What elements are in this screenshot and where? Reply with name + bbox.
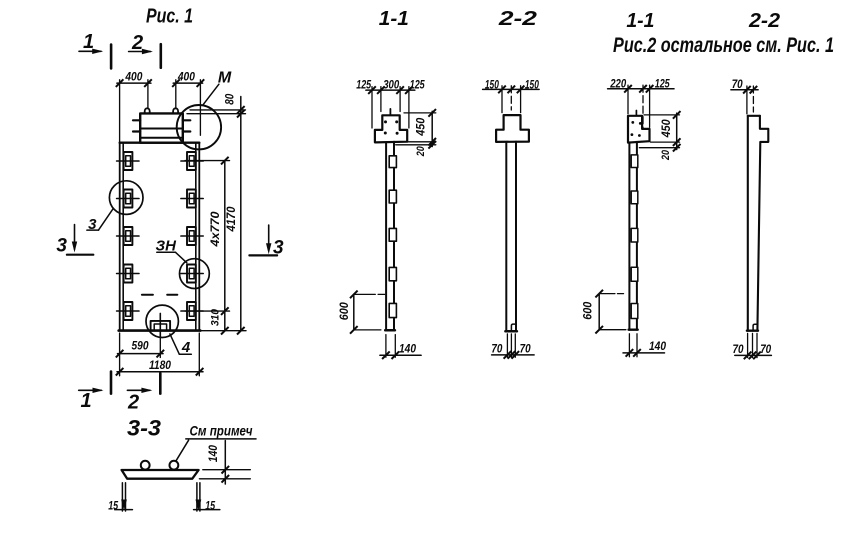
svg-text:3-3: 3-3 bbox=[127, 416, 161, 441]
svg-text:20: 20 bbox=[415, 146, 427, 158]
svg-text:450: 450 bbox=[413, 118, 427, 137]
svg-text:4: 4 bbox=[181, 339, 191, 356]
svg-text:2: 2 bbox=[127, 392, 139, 414]
svg-text:125: 125 bbox=[655, 77, 670, 91]
svg-text:400: 400 bbox=[177, 70, 195, 84]
svg-text:125: 125 bbox=[356, 78, 371, 92]
svg-text:70: 70 bbox=[733, 342, 744, 356]
svg-text:70: 70 bbox=[732, 77, 743, 91]
svg-text:150: 150 bbox=[525, 77, 539, 91]
svg-text:3: 3 bbox=[56, 236, 67, 257]
svg-text:15: 15 bbox=[205, 499, 215, 513]
svg-text:3: 3 bbox=[88, 216, 97, 233]
svg-text:220: 220 bbox=[609, 77, 626, 91]
svg-text:1-1: 1-1 bbox=[379, 8, 409, 30]
svg-text:300: 300 bbox=[383, 78, 399, 92]
svg-text:140: 140 bbox=[399, 342, 416, 356]
svg-text:400: 400 bbox=[125, 70, 143, 84]
svg-text:1-1: 1-1 bbox=[626, 10, 654, 32]
svg-text:1180: 1180 bbox=[149, 358, 171, 372]
svg-text:15: 15 bbox=[108, 499, 118, 513]
svg-text:450: 450 bbox=[659, 119, 673, 138]
svg-text:См примеч: См примеч bbox=[190, 424, 253, 439]
svg-text:2-2: 2-2 bbox=[498, 8, 537, 30]
svg-text:2-2: 2-2 bbox=[748, 10, 780, 32]
svg-text:Рис.2 остальное см. Рис. 1: Рис.2 остальное см. Рис. 1 bbox=[613, 34, 834, 57]
svg-text:70: 70 bbox=[760, 342, 771, 356]
svg-text:150: 150 bbox=[485, 77, 499, 91]
svg-text:70: 70 bbox=[520, 341, 531, 355]
svg-text:140: 140 bbox=[649, 339, 666, 353]
svg-text:70: 70 bbox=[491, 341, 502, 355]
svg-text:600: 600 bbox=[581, 301, 595, 319]
svg-text:М: М bbox=[218, 70, 232, 87]
svg-text:140: 140 bbox=[206, 445, 220, 462]
svg-text:1: 1 bbox=[83, 31, 94, 53]
svg-text:600: 600 bbox=[337, 302, 351, 320]
svg-text:310: 310 bbox=[209, 308, 221, 326]
svg-text:Рис. 1: Рис. 1 bbox=[146, 6, 193, 28]
svg-text:4x770: 4x770 bbox=[208, 211, 222, 247]
svg-text:590: 590 bbox=[132, 339, 149, 353]
svg-text:1: 1 bbox=[80, 390, 91, 412]
svg-text:3: 3 bbox=[273, 238, 284, 259]
svg-text:125: 125 bbox=[410, 78, 425, 92]
svg-text:4170: 4170 bbox=[224, 206, 238, 232]
svg-text:ЗН: ЗН bbox=[156, 238, 178, 255]
svg-text:20: 20 bbox=[660, 149, 672, 161]
svg-text:80: 80 bbox=[222, 93, 236, 104]
svg-text:2: 2 bbox=[131, 32, 143, 54]
